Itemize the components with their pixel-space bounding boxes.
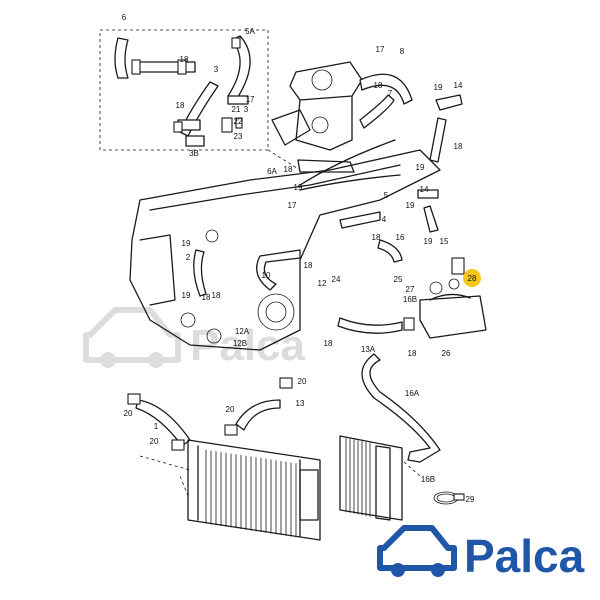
lower-hoses [127, 377, 293, 451]
coolant-pipes [193, 73, 463, 334]
part-label-19: 19 [406, 201, 415, 210]
guide-lines [139, 455, 421, 497]
logo-text: Palca [464, 530, 585, 582]
part-label-3b: 3B [189, 149, 199, 158]
part-label-12a: 12A [235, 327, 250, 336]
part-label-15: 15 [440, 237, 449, 246]
part-label-5: 5 [384, 191, 389, 200]
part-label-14: 14 [454, 81, 463, 90]
hose-1 [135, 399, 191, 447]
part-label-6: 6 [122, 13, 127, 22]
clamp-29 [433, 491, 465, 505]
hose-2 [193, 249, 207, 297]
part-label-18: 18 [304, 261, 313, 270]
part-label-7: 7 [388, 89, 393, 98]
part-label-18: 18 [324, 339, 333, 348]
part-label-18: 18 [374, 81, 383, 90]
hose-16 [377, 239, 403, 263]
hose-13 [235, 399, 281, 431]
hose-14 [435, 94, 463, 111]
part-label-19: 19 [434, 83, 443, 92]
part-label-13: 13 [296, 399, 305, 408]
part-label-18: 18 [284, 165, 293, 174]
highlight-badge[interactable]: 28 [463, 269, 481, 287]
part-label-16a: 16A [405, 389, 420, 398]
part-label-24: 24 [332, 275, 341, 284]
part-label-18: 18 [202, 293, 211, 302]
part-label-18: 18 [180, 55, 189, 64]
part-label-19: 19 [182, 291, 191, 300]
part-label-2: 2 [186, 253, 191, 262]
engine-block [129, 139, 441, 351]
expansion-tank [403, 257, 487, 339]
part-label-19: 19 [182, 239, 191, 248]
part-label-22: 22 [234, 117, 243, 126]
part-label-16b: 16B [421, 475, 435, 484]
part-label-18: 18 [176, 101, 185, 110]
part-label-12b: 12B [233, 339, 247, 348]
hose-7 [359, 94, 395, 129]
part-label-19: 19 [416, 163, 425, 172]
inset-detail [99, 29, 301, 171]
part-label-17: 17 [246, 95, 255, 104]
car-icon [377, 525, 457, 577]
part-label-14: 14 [420, 185, 429, 194]
hose-6 [114, 37, 129, 79]
part-label-16: 16 [396, 233, 405, 242]
part-label-16b: 16B [403, 295, 417, 304]
palca-logo[interactable]: Palca [377, 525, 585, 582]
part-label-3: 3 [244, 105, 249, 114]
hose-19 [339, 211, 381, 229]
part-label-19: 19 [294, 183, 303, 192]
watermark: Palca [83, 307, 306, 370]
carburettor [271, 61, 363, 173]
part-label-3: 3 [214, 65, 219, 74]
part-label-17: 17 [376, 45, 385, 54]
part-label-25: 25 [394, 275, 403, 284]
watermark-text: Palca [190, 321, 306, 370]
pipe-10 [256, 249, 301, 291]
hose-13A [337, 317, 403, 334]
part-label-27: 27 [406, 285, 415, 294]
part-label-17: 17 [288, 201, 297, 210]
part-label-20: 20 [298, 377, 307, 386]
part-label-26: 26 [442, 349, 451, 358]
hose-3B [185, 135, 205, 147]
part-label-23: 23 [234, 132, 243, 141]
hose-8 [359, 73, 413, 105]
part-label-13a: 13A [361, 345, 376, 354]
part-label-18: 18 [454, 142, 463, 151]
part-label-10: 10 [262, 271, 271, 280]
radiator [187, 439, 321, 541]
part-label-29: 29 [466, 495, 475, 504]
part-label-12: 12 [318, 279, 327, 288]
part-label-18: 18 [408, 349, 417, 358]
part-label-20: 20 [226, 405, 235, 414]
part-label-18: 18 [212, 291, 221, 300]
highlight-label: 28 [468, 274, 477, 283]
part-label-18: 18 [372, 233, 381, 242]
aux-radiator [339, 435, 403, 521]
watermark-car-icon [83, 307, 181, 368]
part-label-20: 20 [124, 409, 133, 418]
part-label-1: 1 [154, 422, 159, 431]
part-label-20: 20 [150, 437, 159, 446]
part-label-4: 4 [382, 215, 387, 224]
part-label-5a: 5A [245, 27, 255, 36]
hose-15 [423, 205, 439, 233]
hose-16A [361, 353, 441, 463]
part-label-8: 8 [400, 47, 405, 56]
part-label-19: 19 [424, 237, 433, 246]
part-label-6a: 6A [267, 167, 277, 176]
highlight-circle [463, 269, 481, 287]
part-label-21: 21 [232, 105, 241, 114]
